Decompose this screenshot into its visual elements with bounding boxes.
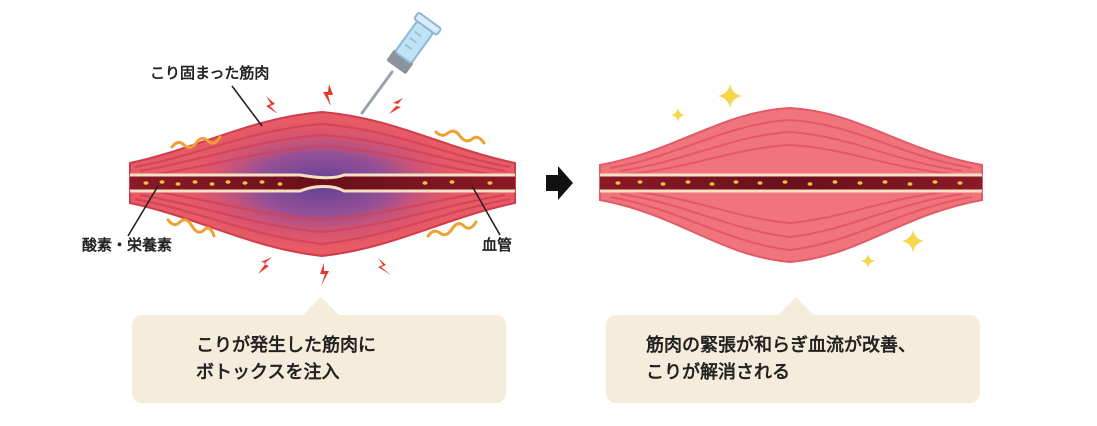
right-arrow-icon <box>546 166 573 200</box>
lightning-icon <box>323 84 333 106</box>
relaxed-muscle-illustration <box>599 106 983 264</box>
muscle-fiber-lines <box>134 122 511 246</box>
label-oxygen-nutrients: 酸素・栄養素 <box>82 236 173 254</box>
relaxed-fiber-lines <box>609 118 973 252</box>
wavy-line-icon <box>426 220 478 238</box>
caption-before: こりが発生した筋肉に ボトックスを注入 <box>132 297 506 403</box>
stiff-muscle-illustration <box>129 110 516 258</box>
label-blood-vessel: 血管 <box>482 236 513 254</box>
leader-lines <box>127 85 501 237</box>
caption-after: 筋肉の緊張が和らぎ血流が改善、 こりが解消される <box>606 297 980 403</box>
lightning-icon <box>320 263 329 286</box>
lightning-icon <box>389 98 403 114</box>
pain-lightning-marks <box>258 84 403 286</box>
caption-before-line2: ボトックスを注入 <box>196 362 340 383</box>
lightning-icon <box>258 257 272 274</box>
lightning-icon <box>266 96 278 114</box>
label-stiff-muscle: こり固まった筋肉 <box>150 64 270 82</box>
heat-wavy-lines <box>166 129 486 238</box>
syringe-icon <box>360 12 442 115</box>
left-nutrient-dots <box>143 180 493 186</box>
lightning-icon <box>378 258 391 275</box>
left-blood-vessel <box>130 173 515 193</box>
sparkle-icon <box>671 108 685 122</box>
caption-after-line2: こりが解消される <box>646 362 790 383</box>
sparkle-icon <box>861 254 875 268</box>
caption-after-line1: 筋肉の緊張が和らぎ血流が改善、 <box>646 335 916 356</box>
sparkle-icon <box>902 230 924 252</box>
wavy-line-icon <box>170 135 222 150</box>
wavy-line-icon <box>166 218 216 238</box>
sparkle-icon <box>718 84 742 108</box>
right-blood-vessel <box>600 173 982 193</box>
right-nutrient-dots <box>615 180 963 186</box>
sparkles <box>671 84 924 268</box>
caption-before-line1: こりが発生した筋肉に <box>196 335 376 356</box>
wavy-line-icon <box>434 129 486 145</box>
